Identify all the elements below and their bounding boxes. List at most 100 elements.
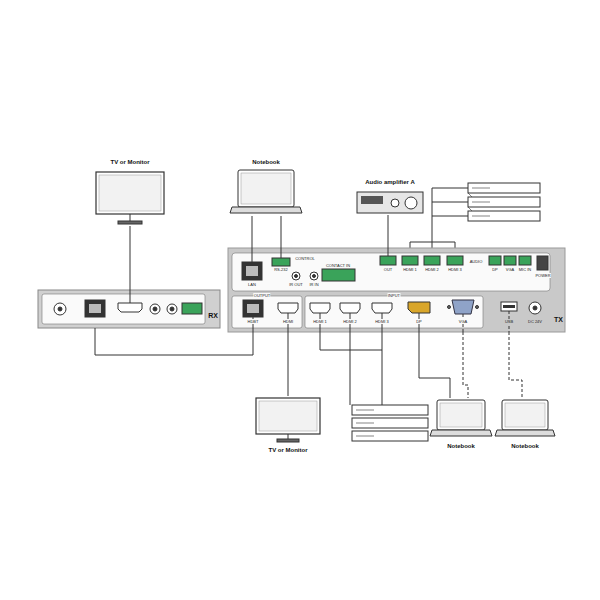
hdmi-port: [372, 303, 392, 313]
port-label: DC 24V: [527, 319, 542, 324]
cable-connector: [130, 226, 131, 290]
notebook: Notebook: [230, 158, 302, 216]
device-label: Notebook: [447, 443, 475, 450]
port-label: AUDIO: [469, 259, 483, 264]
port-label: VGA: [505, 267, 514, 272]
port-label: HDMI 2: [425, 267, 440, 272]
cable-connector: [95, 328, 253, 355]
media-player: [352, 418, 428, 428]
vga-screw: [476, 306, 479, 309]
lan-socket: [246, 266, 258, 276]
port-label: CONTROL: [295, 256, 316, 261]
port-label: HDMI 2: [343, 319, 358, 324]
port-label: VGA: [458, 319, 467, 324]
tv-screen: [256, 398, 320, 434]
contact-terminal: [322, 269, 355, 281]
device-detail: [356, 423, 374, 424]
hdbt-socket: [247, 304, 259, 313]
audio-terminal: [402, 256, 418, 265]
output-panel: [232, 296, 302, 328]
power-switch: [537, 256, 548, 270]
port-label: HDMI 1: [403, 267, 418, 272]
dc-jack-pin: [533, 306, 537, 310]
tv-base: [277, 439, 299, 442]
hdmi-port: [118, 303, 142, 312]
port-label: HDBT: [247, 319, 259, 324]
device-detail: [472, 202, 490, 203]
audio-jack: [167, 304, 177, 314]
audio-terminal: [424, 256, 440, 265]
amplifier-knob: [391, 199, 399, 207]
audio-terminal: [447, 256, 463, 265]
cable-connector: [252, 216, 253, 248]
rj45-port: [85, 300, 105, 317]
audio-wire: [432, 202, 468, 242]
device-label: Notebook: [252, 159, 280, 166]
port-label: DP: [416, 319, 423, 324]
audio-terminal: [504, 256, 516, 265]
device-detail: [472, 216, 490, 217]
vga-screw: [448, 306, 451, 309]
tx-top-panel: [232, 253, 550, 291]
audio-terminal: [489, 256, 501, 265]
device-detail: [472, 188, 490, 189]
device-detail: [356, 436, 374, 437]
amplifier-body: [357, 192, 423, 213]
audio-jack-hole: [153, 307, 157, 311]
notebook-screen: [440, 403, 482, 427]
audio-amplifier: Audio amplifier A: [353, 178, 427, 215]
media-player: [468, 183, 540, 193]
ir-jack: [310, 272, 318, 280]
rj45-socket: [89, 304, 101, 313]
usb-port: [501, 302, 517, 311]
tv-panel: [99, 175, 161, 211]
notebook-screen: [241, 173, 291, 204]
ir-jack-hole: [313, 275, 316, 278]
cable-connector: [388, 215, 389, 248]
hdmi-port: [278, 303, 298, 313]
dc-jack-pin: [58, 307, 62, 311]
terminal-block: [182, 303, 202, 314]
cable-connector: [288, 332, 289, 396]
rx-panel: [42, 294, 205, 324]
port-label: IR IN: [309, 282, 319, 287]
media-player: [468, 211, 540, 221]
notebook-screen: [505, 403, 545, 427]
notebook: Notebook: [430, 398, 492, 452]
device-label: Audio amplifier A: [365, 179, 414, 186]
tv-monitor: TV or Monitor: [252, 396, 324, 456]
dc-jack: [54, 303, 66, 315]
hdmi-wire: [382, 350, 383, 405]
notebook-base: [230, 207, 302, 213]
cable-connector: [463, 332, 468, 398]
audio-out-stub: [388, 248, 389, 256]
rx-housing: [38, 290, 220, 328]
device-label: RX: [208, 312, 218, 320]
device-label: TV or Monitor: [111, 159, 150, 166]
amplifier-display: [361, 196, 383, 204]
ir-jack: [292, 272, 300, 280]
audio-wire: [432, 216, 468, 217]
audio-wire: [432, 188, 433, 202]
rx-receiver: RX: [38, 290, 220, 328]
port-label: HDMI 3: [375, 319, 390, 324]
rs232-stub: [281, 248, 282, 258]
notebook-base: [495, 430, 555, 436]
port-label: RS-232: [274, 267, 289, 272]
port-label: OUT: [383, 267, 392, 272]
media-player: [352, 405, 428, 415]
port-label: CONTACT IN: [325, 263, 350, 268]
port-label: POWER: [535, 273, 551, 278]
hdmi-wire: [350, 313, 351, 405]
cable-connector: [419, 332, 450, 398]
media-player: [468, 197, 540, 207]
hdmi-port: [340, 303, 360, 313]
tv-stand: [130, 214, 131, 221]
hdmi-port: [310, 303, 330, 313]
notebook-lid: [238, 170, 294, 207]
tx-housing: [228, 248, 565, 332]
tx-transmitter: TX: [228, 248, 565, 332]
